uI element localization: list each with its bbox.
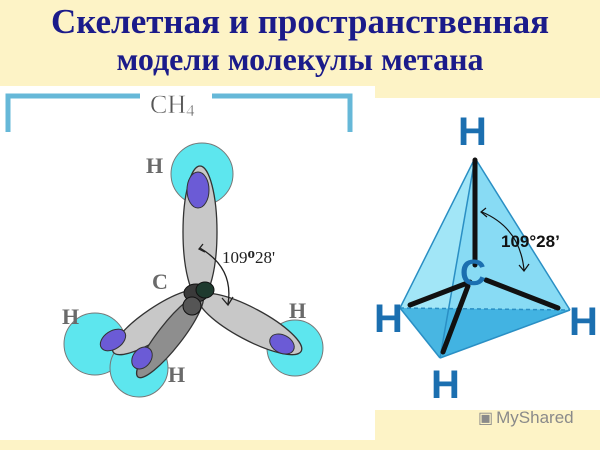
tetra-face-back — [400, 158, 570, 310]
carbon-bonds — [407, 157, 561, 355]
overlap-top — [186, 171, 210, 209]
label-h-top: H — [458, 110, 487, 154]
skeletal-model-panel: CH4 H C H H — [0, 86, 375, 440]
label-h-bottom: H — [431, 363, 460, 407]
title-line-1: Скелетная и пространственная — [50, 2, 550, 41]
label-h-top: H — [146, 153, 163, 178]
spatial-model-panel: H C H H H 109°28’ — [374, 98, 600, 410]
label-c-center: C — [152, 269, 168, 294]
overlap-left — [99, 328, 127, 352]
angle-label: 109°28’ — [501, 232, 560, 251]
watermark: ▣MyShared — [478, 408, 574, 428]
angle-label: 109o28' — [222, 246, 275, 267]
presentation-icon: ▣ — [478, 410, 494, 427]
slide-title: Скелетная и пространственная модели моле… — [0, 2, 600, 76]
tetra-edges — [399, 157, 571, 359]
carbon-core — [182, 281, 215, 316]
formula-label: CH4 — [150, 90, 195, 120]
skeletal-model-diagram: CH4 H C H H — [5, 90, 353, 398]
label-h-right: H — [569, 300, 598, 344]
label-h-left: H — [62, 304, 79, 329]
formula-bracket — [5, 93, 353, 132]
title-line-2: модели молекулы метана — [116, 41, 484, 77]
label-c-center: C — [460, 252, 486, 293]
tetra-face-bottom — [400, 308, 570, 358]
angle-arc — [197, 243, 234, 307]
angle-arc — [480, 207, 530, 272]
label-h-right: H — [289, 298, 306, 323]
label-h-front: H — [168, 362, 185, 387]
watermark-text: MyShared — [496, 408, 574, 427]
overlap-front — [131, 346, 153, 370]
label-h-left: H — [375, 297, 403, 341]
spatial-model-diagram: H C H H H 109°28’ — [374, 110, 598, 407]
overlap-right — [269, 333, 295, 355]
